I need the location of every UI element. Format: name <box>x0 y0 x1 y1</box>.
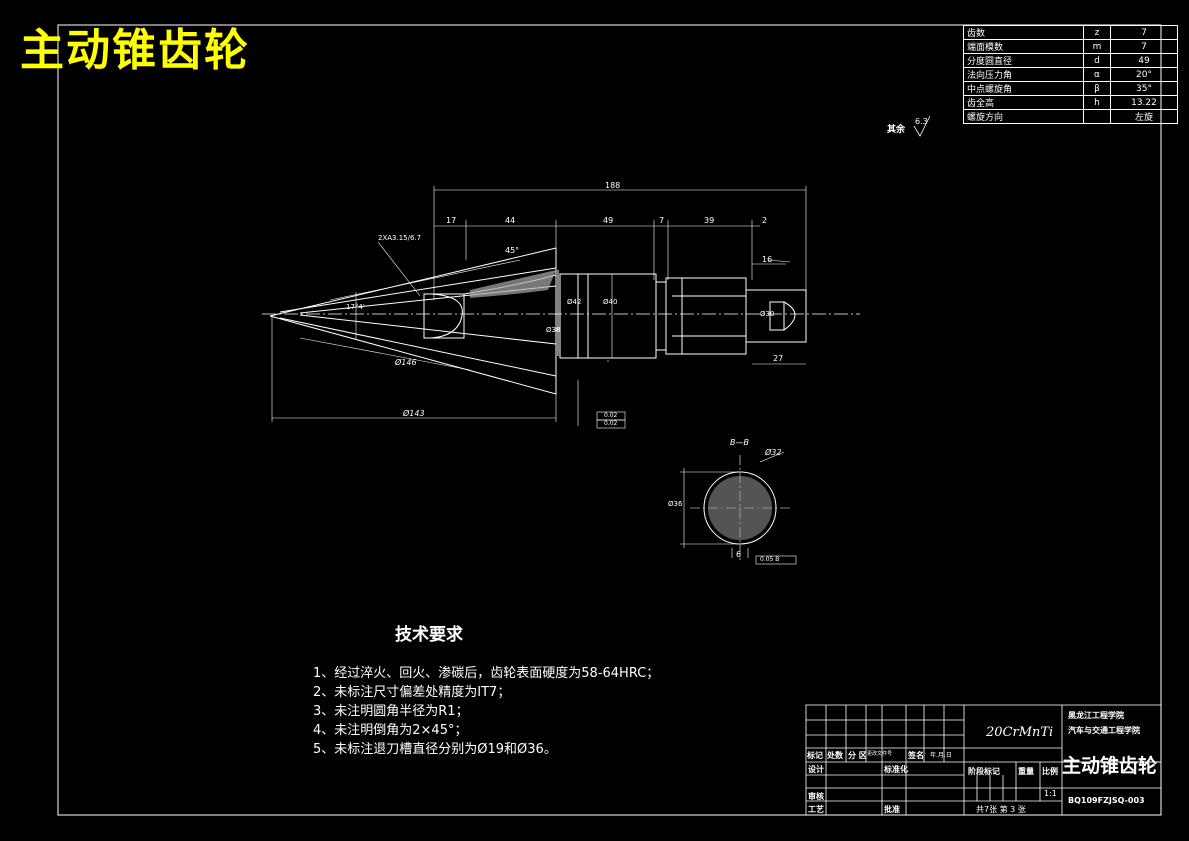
tech-item: 1、经过淬火、回火、渗碳后，齿轮表面硬度为58-64HRC； <box>313 666 660 681</box>
param-value: 35° <box>1110 81 1178 96</box>
param-value: 13.22 <box>1110 95 1178 110</box>
tech-requirements-heading: 技术要求 <box>395 625 463 645</box>
tech-item: 3、未注明圆角半径为R1； <box>313 704 469 719</box>
param-name: 端面模数 <box>963 39 1084 54</box>
param-name: 法向压力角 <box>963 67 1084 82</box>
sheet-count: 共7张 第 3 张 <box>976 805 1026 814</box>
material-label: 20CrMnTi <box>986 725 1054 740</box>
dim-dia-146: Ø146 <box>395 358 417 367</box>
tb-label-jieduan: 阶段标记 <box>968 767 1000 776</box>
dim-thread: 2XA3.15/6.7 <box>378 234 422 242</box>
dim-angle-45: 45° <box>505 246 520 255</box>
dim-dia-36: Ø36 <box>668 500 683 508</box>
dim-seg-2: 2 <box>762 216 768 225</box>
param-value: 7 <box>1110 39 1178 54</box>
drawing-number: BQ109FZJSQ-003 <box>1068 796 1145 805</box>
tb-label-gengai: 更改文件号 <box>867 751 893 757</box>
param-value: 7 <box>1110 25 1178 40</box>
tb-label-sheji: 设计 <box>808 765 824 774</box>
tech-requirements-list: 1、经过淬火、回火、渗碳后，齿轮表面硬度为58-64HRC； 2、未标注尺寸偏差… <box>313 664 659 759</box>
param-symbol: d <box>1083 53 1111 68</box>
tech-item: 2、未标注尺寸偏差处精度为IT7； <box>313 685 511 700</box>
scale-value: 1:1 <box>1044 789 1057 798</box>
dim-seg-16: 16 <box>762 255 773 264</box>
param-name: 齿全高 <box>963 95 1084 110</box>
tb-label-biaoji: 标记 <box>807 751 823 760</box>
dim-dia-32: Ø32 <box>765 448 782 457</box>
param-value: 20° <box>1110 67 1178 82</box>
title-block-grid <box>805 704 1162 816</box>
param-value: 左旋 <box>1110 109 1178 124</box>
tech-item: 4、未注明倒角为2×45°； <box>313 723 468 738</box>
dim-6: 6 <box>736 550 742 559</box>
param-name: 螺旋方向 <box>963 109 1084 124</box>
tb-label-qianming: 签名 <box>908 751 924 760</box>
school-name: 黑龙江工程学院 <box>1068 711 1124 720</box>
cone-outline <box>269 247 559 395</box>
shaft-outline <box>559 273 807 359</box>
tb-label-pizhun: 批准 <box>884 805 900 814</box>
dim-dia-30: Ø30 <box>760 310 775 318</box>
drawing-title: 主动锥齿轮 <box>20 25 250 76</box>
dim-seg-17: 17 <box>446 216 457 225</box>
param-name: 中点螺旋角 <box>963 81 1084 96</box>
tech-item: 5、未标注退刀槽直径分别为Ø19和Ø36。 <box>313 742 557 757</box>
hatch-area <box>470 270 556 298</box>
title-block-part-name: 主动锥齿轮 <box>1062 755 1158 777</box>
param-symbol: m <box>1083 39 1111 54</box>
dim-seg-27: 27 <box>773 354 784 363</box>
tolerance-frame-1: 0.02 <box>604 412 618 419</box>
roughness-symbol <box>913 115 931 137</box>
dim-dia-40: Ø40 <box>603 298 618 306</box>
tb-label-gongyi: 工艺 <box>808 805 824 814</box>
section-label: B—B <box>730 438 749 447</box>
tb-label-bili: 比例 <box>1042 767 1058 776</box>
dim-seg-44: 44 <box>505 216 516 225</box>
dim-dia-143: Ø143 <box>403 409 425 418</box>
param-symbol: h <box>1083 95 1111 110</box>
tb-label-biaozhunhua: 标准化 <box>884 765 908 774</box>
dim-seg-7: 7 <box>659 216 665 225</box>
roughness-value: 6.3 <box>915 117 928 126</box>
drawing-frame <box>57 24 1162 816</box>
tb-label-shenhe: 审核 <box>808 792 824 801</box>
param-symbol: α <box>1083 67 1111 82</box>
dim-seg-39: 39 <box>704 216 715 225</box>
tb-label-chushu: 处数 <box>827 751 843 760</box>
param-symbol: β <box>1083 81 1111 96</box>
tb-label-zhongliang: 重量 <box>1018 767 1034 776</box>
param-symbol: z <box>1083 25 1111 40</box>
param-row: 螺旋方向 左旋 <box>963 109 1178 124</box>
param-symbol <box>1083 109 1111 124</box>
dim-total-length: 188 <box>605 181 621 190</box>
tb-label-fenqu: 分 区 <box>848 751 867 760</box>
tb-label-date: 年.月.日 <box>930 752 952 759</box>
dim-dia-38: Ø38 <box>546 326 561 334</box>
dimension-lines <box>271 186 807 429</box>
department-name: 汽车与交通工程学院 <box>1068 726 1140 735</box>
tolerance-frame-2: 0.02 <box>604 420 618 427</box>
dim-angle-17: 17°4' <box>346 303 365 311</box>
param-name: 分度圆直径 <box>963 53 1084 68</box>
param-name: 齿数 <box>963 25 1084 40</box>
dim-seg-49: 49 <box>603 216 614 225</box>
param-value: 49 <box>1110 53 1178 68</box>
tolerance-frame-3: 0.05 B <box>760 556 780 563</box>
roughness-note: 其余 <box>887 125 906 135</box>
section-hatch <box>708 476 772 540</box>
dim-dia-42: Ø42 <box>567 298 582 306</box>
